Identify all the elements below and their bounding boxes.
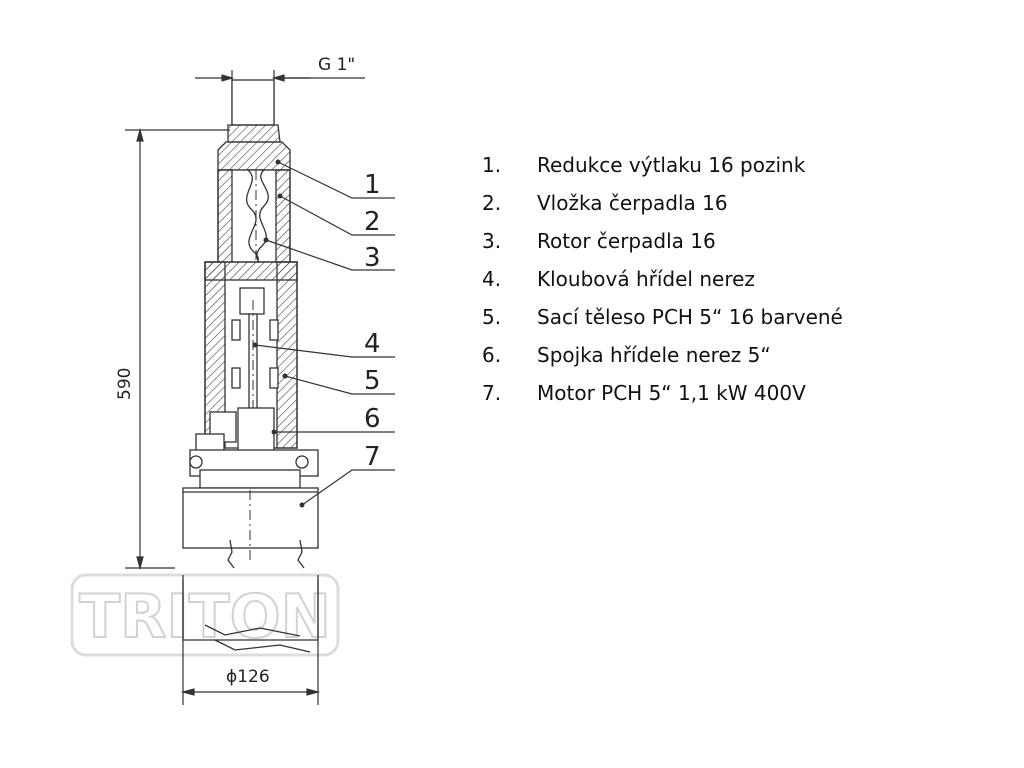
parts-legend: 1. Redukce výtlaku 16 pozink 2. Vložka čer… xyxy=(482,146,843,412)
legend-number: 5. xyxy=(482,305,502,329)
diameter-label: ϕ126 xyxy=(226,667,270,687)
legend-item: 4. Kloubová hřídel nerez xyxy=(482,260,843,298)
callout-2: 2 xyxy=(364,207,381,237)
height-dimension xyxy=(125,127,230,571)
legend-item: 2. Vložka čerpadla 16 xyxy=(482,184,843,222)
watermark-text: TRITON xyxy=(79,582,331,652)
triton-watermark: TRITON xyxy=(70,573,340,657)
legend-item: 7. Motor PCH 5“ 1,1 kW 400V xyxy=(482,374,843,412)
legend-text: Spojka hřídele nerez 5“ xyxy=(537,343,771,367)
legend-number: 6. xyxy=(482,343,502,367)
thread-size-label: G 1" xyxy=(318,55,355,75)
callout-6: 6 xyxy=(364,404,381,434)
callout-4: 4 xyxy=(364,329,381,359)
legend-text: Vložka čerpadla 16 xyxy=(537,191,728,215)
callout-dots xyxy=(252,159,305,508)
legend-text: Rotor čerpadla 16 xyxy=(537,229,716,253)
legend-number: 3. xyxy=(482,229,502,253)
legend-item: 6. Spojka hřídele nerez 5“ xyxy=(482,336,843,374)
legend-item: 5. Sací těleso PCH 5“ 16 barvené xyxy=(482,298,843,336)
callout-5: 5 xyxy=(364,366,381,396)
height-label: 590 xyxy=(115,368,135,400)
legend-number: 7. xyxy=(482,381,502,405)
callout-leaders xyxy=(254,161,395,506)
legend-number: 1. xyxy=(482,153,502,177)
callout-7: 7 xyxy=(364,442,381,472)
legend-number: 2. xyxy=(482,191,502,215)
legend-text: Kloubová hřídel nerez xyxy=(537,267,755,291)
callout-3: 3 xyxy=(364,243,381,273)
legend-text: Motor PCH 5“ 1,1 kW 400V xyxy=(537,381,806,405)
legend-item: 3. Rotor čerpadla 16 xyxy=(482,222,843,260)
callout-1: 1 xyxy=(364,170,381,200)
thread-dimension xyxy=(195,70,365,125)
legend-text: Sací těleso PCH 5“ 16 barvené xyxy=(537,305,843,329)
pump-assembly xyxy=(182,79,319,653)
legend-item: 1. Redukce výtlaku 16 pozink xyxy=(482,146,843,184)
legend-number: 4. xyxy=(482,267,502,291)
legend-text: Redukce výtlaku 16 pozink xyxy=(537,153,806,177)
